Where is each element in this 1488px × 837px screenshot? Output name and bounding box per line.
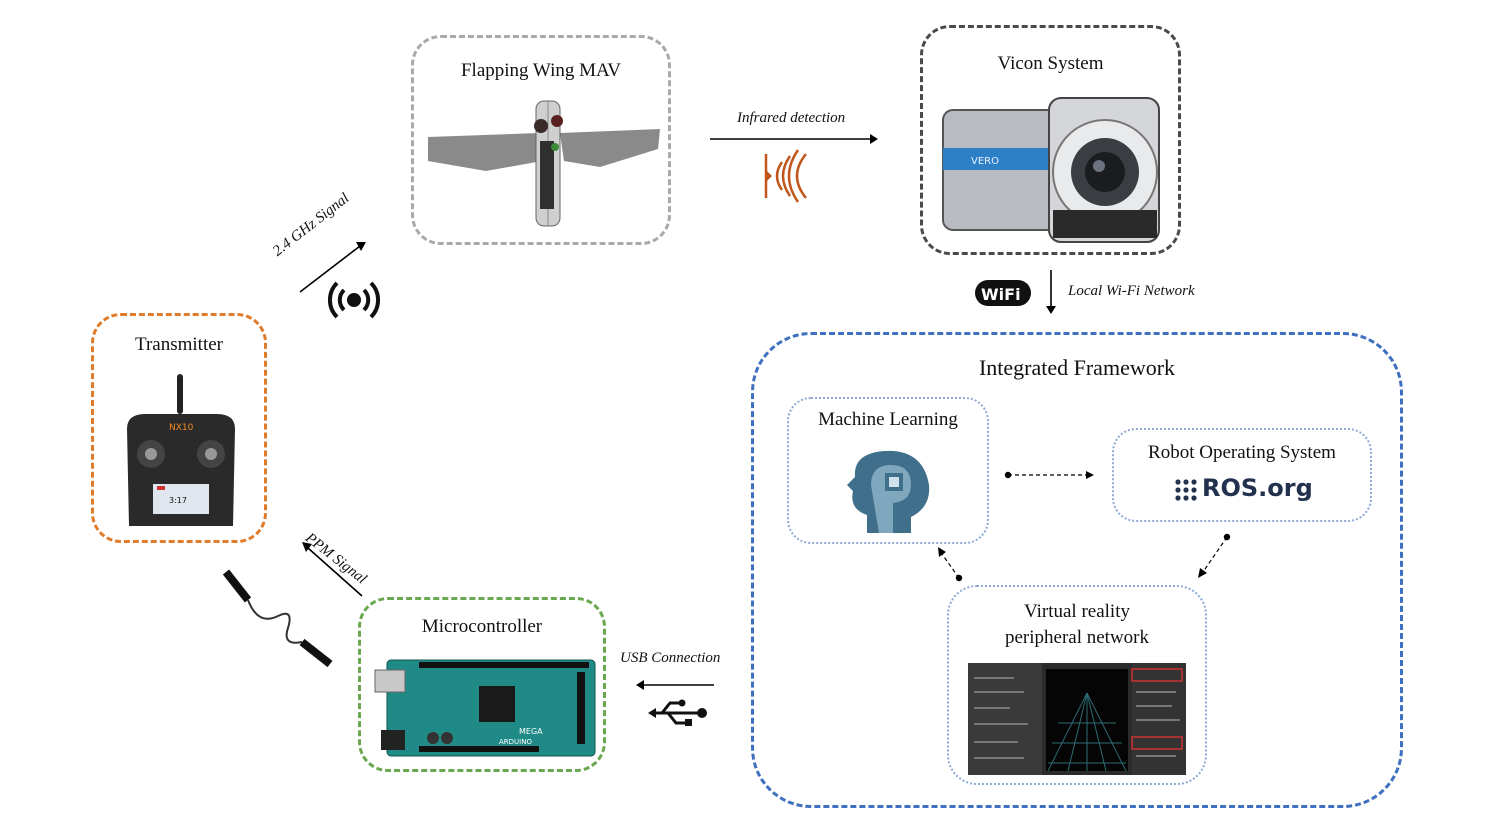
wifi-label: Local Wi-Fi Network: [1068, 283, 1195, 299]
transmitter-screen-label: 3:17: [169, 496, 187, 505]
microcontroller-node: Microcontroller MEGA ARDUINO: [358, 597, 606, 772]
usb-label: USB Connection: [620, 650, 721, 666]
mav-node: Flapping Wing MAV: [411, 35, 671, 245]
infrared-signal-icon: [764, 149, 807, 203]
ros-dots-icon: [1175, 479, 1197, 501]
ppm-signal-arrow: [302, 542, 363, 597]
arduino-brand-label: ARDUINO: [499, 738, 532, 746]
arduino-model-label: MEGA: [519, 727, 543, 736]
integrated-framework-container: Integrated Framework: [751, 332, 1403, 808]
mav-title: Flapping Wing MAV: [460, 60, 622, 81]
ros-logo-text: ROS.org: [1202, 474, 1313, 502]
vicon-brand-label: VERO: [971, 156, 999, 167]
audio-cable-icon: [222, 569, 333, 668]
arduino-board-image: MEGA ARDUINO: [374, 659, 596, 757]
vicon-title: Vicon System: [997, 53, 1104, 74]
vrpn-node: Virtual reality peripheral network: [947, 585, 1207, 785]
ml-title: Machine Learning: [818, 409, 958, 430]
vrpn-screenshot-image: [968, 663, 1186, 775]
ros-to-vrpn-connector: [1198, 533, 1231, 578]
infrared-label: Infrared detection: [737, 110, 846, 126]
vrpn-title: Virtual reality peripheral network: [1004, 601, 1150, 648]
transmitter-brand-label: NX10: [169, 423, 194, 433]
transmitter-title: Transmitter: [135, 334, 223, 355]
vicon-camera-image: VERO: [942, 97, 1160, 243]
wifi-arrow: [1046, 270, 1056, 314]
mav-image: [428, 100, 660, 227]
brain-head-icon: [847, 450, 930, 533]
transmitter-node: Transmitter NX10 3:17: [91, 313, 267, 543]
infrared-arrow: [710, 134, 878, 144]
vrpn-to-ml-connector: [938, 547, 963, 582]
rf-signal-arrow: [299, 242, 366, 293]
antenna-signal-icon: [327, 281, 381, 319]
framework-title: Integrated Framework: [978, 355, 1176, 380]
machine-learning-node: Machine Learning: [787, 397, 989, 544]
ros-node: Robot Operating System ROS.org: [1112, 428, 1372, 522]
ros-title: Robot Operating System: [1148, 442, 1336, 463]
transmitter-image: NX10 3:17: [127, 374, 235, 526]
usb-icon: [648, 699, 707, 726]
wifi-logo-icon: WiFi: [975, 280, 1031, 306]
ml-to-ros-connector: [1004, 471, 1094, 479]
usb-arrow: [636, 680, 714, 690]
vicon-node: Vicon System VERO: [920, 25, 1181, 255]
microcontroller-title: Microcontroller: [421, 616, 543, 637]
wifi-logo-label: WiFi: [981, 285, 1021, 304]
